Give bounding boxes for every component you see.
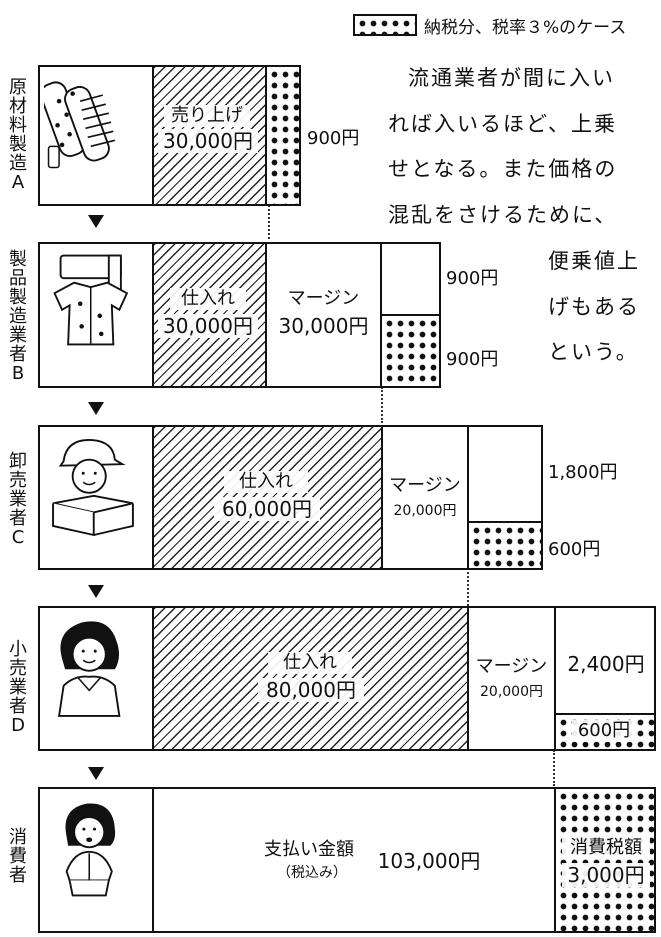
consumer-payment-label: 支払い金額 (254, 839, 364, 861)
note-line-3: せとなる。また価格の (388, 157, 618, 181)
row-label-consumer: 消費者 (9, 827, 27, 886)
row-label-d: 小売業者D (9, 639, 27, 736)
row-c-tax-paid-segment (469, 521, 541, 568)
row-a-tax-amount: 900円 (307, 128, 360, 149)
note-line-6: げもある (548, 295, 640, 319)
row-a-sales-segment: 売り上げ 30,000円 (152, 67, 265, 204)
flow-arrow-dconsumer (88, 767, 104, 780)
row-d-tax-paid-segment: 600円 (556, 713, 654, 749)
row-b-purchase-segment: 仕入れ 30,000円 (152, 244, 265, 386)
row-d-tax-paid-amount: 600円 (572, 720, 636, 742)
row-d-tax-total-amount: 2,400円 (567, 652, 645, 676)
flow-arrow-cd (88, 585, 104, 598)
row-a-bar: 売り上げ 30,000円 (38, 65, 301, 206)
note-line-5: 便乗値上 (548, 249, 640, 273)
row-d-tax-segment: 2,400円 600円 (554, 608, 654, 749)
sewing-machine-clothes-icon (53, 254, 129, 346)
row-d-margin-segment: マージン 20,000円 (467, 608, 554, 749)
consumer-icon-cell (40, 789, 152, 931)
legend-label: 納税分、税率３%のケース (424, 18, 627, 38)
consumer-payment-sub: （税込み） (272, 865, 352, 882)
row-b-tax-total-amount: 900円 (446, 268, 499, 289)
row-a-tax-segment (265, 67, 299, 204)
note-line-7: という。 (548, 340, 639, 364)
consumer-tax-segment: 消費税額 3,000円 (554, 789, 654, 931)
row-b-margin-segment: マージン 30,000円 (265, 244, 380, 386)
row-c-purchase-value: 60,000円 (214, 497, 320, 521)
row-d-margin-value: 20,000円 (469, 684, 554, 701)
row-d-purchase-label: 仕入れ (268, 652, 352, 674)
row-a-sales-value: 30,000円 (158, 129, 258, 153)
consumer-payment-value: 103,000円 (364, 849, 494, 873)
transfer-line-1 (268, 205, 270, 239)
row-c-tax-total-amount: 1,800円 (548, 462, 618, 483)
row-b-tax-paid-amount: 900円 (446, 349, 499, 370)
row-label-b: 製品製造業者B (9, 249, 27, 384)
row-d-margin-label: マージン (469, 656, 554, 678)
row-b-purchase-label: 仕入れ (170, 288, 246, 310)
consumer-bar: 支払い金額 （税込み） 103,000円 消費税額 3,000円 (38, 787, 656, 933)
row-c-margin-segment: マージン 20,000円 (381, 427, 467, 568)
row-label-c: 卸売業者C (9, 451, 27, 548)
row-b-margin-label: マージン (267, 288, 380, 310)
consumer-tax-value: 3,000円 (562, 863, 650, 887)
row-b-margin-value: 30,000円 (267, 314, 380, 338)
row-c-margin-label: マージン (383, 475, 467, 497)
legend-swatch (353, 14, 417, 36)
note-line-4: 混乱をさけるために、 (388, 203, 618, 227)
row-label-a: 原材料製造A (9, 77, 27, 193)
row-a-icon-cell (40, 67, 152, 204)
consumer-woman-icon (65, 803, 116, 897)
row-b-tax-segment (380, 244, 439, 386)
shopkeeper-woman-icon (57, 621, 121, 717)
consumer-payment-segment: 支払い金額 （税込み） 103,000円 (152, 789, 554, 931)
delivery-worker-box-icon (52, 439, 134, 537)
transfer-line-4 (553, 750, 555, 786)
row-c-icon-cell (40, 427, 152, 568)
row-a-sales-label: 売り上げ (164, 105, 250, 127)
flow-arrow-bc (88, 402, 104, 415)
row-c-margin-value: 20,000円 (383, 503, 467, 520)
row-c-tax-segment (467, 427, 541, 568)
row-b-purchase-value: 30,000円 (158, 314, 258, 338)
row-b-icon-cell (40, 244, 152, 386)
note-line-1: 流通業者が間に入い (408, 66, 615, 90)
row-d-bar: 仕入れ 80,000円 マージン 20,000円 2,400円 600円 (38, 606, 656, 751)
note-line-2: れば入いるほど、上乗 (388, 112, 617, 136)
row-d-purchase-value: 80,000円 (258, 678, 364, 702)
fabric-rolls-icon (44, 81, 116, 169)
transfer-line-3 (467, 568, 469, 606)
row-c-tax-paid-amount: 600円 (548, 539, 601, 560)
row-b-tax-paid-segment (382, 314, 439, 386)
consumer-tax-label: 消費税額 (562, 837, 650, 859)
row-d-icon-cell (40, 608, 152, 749)
row-c-bar: 仕入れ 60,000円 マージン 20,000円 (38, 425, 543, 570)
transfer-line-2 (381, 387, 383, 423)
row-c-purchase-segment: 仕入れ 60,000円 (152, 427, 381, 568)
row-b-bar: 仕入れ 30,000円 マージン 30,000円 (38, 242, 441, 388)
flow-arrow-ab (88, 215, 104, 228)
row-c-purchase-label: 仕入れ (224, 471, 308, 493)
row-d-purchase-segment: 仕入れ 80,000円 (152, 608, 467, 749)
